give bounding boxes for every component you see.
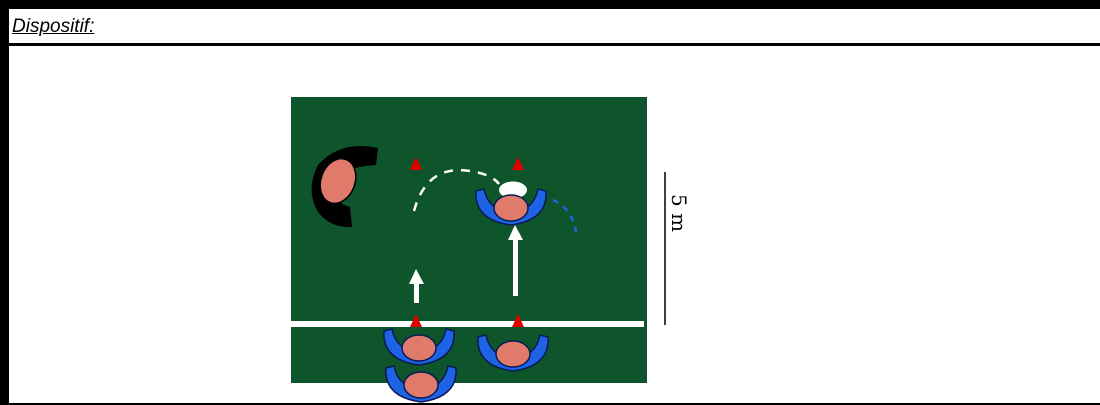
cone-icon (512, 157, 524, 170)
frame-bottom-border (9, 403, 1100, 405)
run-arrow-icon (409, 269, 424, 303)
pass-trajectory-icon (412, 168, 500, 212)
cone-icon (512, 314, 524, 327)
frame-top-border (0, 0, 1100, 9)
support-run-trajectory (552, 198, 578, 233)
section-title: Dispositif: (12, 16, 95, 37)
rugby-ball-icon (499, 181, 527, 199)
scale-label: 5 m (667, 194, 691, 232)
training-field (291, 97, 647, 383)
defender-player-icon (311, 146, 378, 228)
cone-icon (410, 157, 422, 170)
header-divider (9, 43, 1100, 46)
run-arrow-icon (508, 225, 523, 296)
frame-left-border (0, 0, 9, 405)
cone-icon (410, 314, 422, 327)
